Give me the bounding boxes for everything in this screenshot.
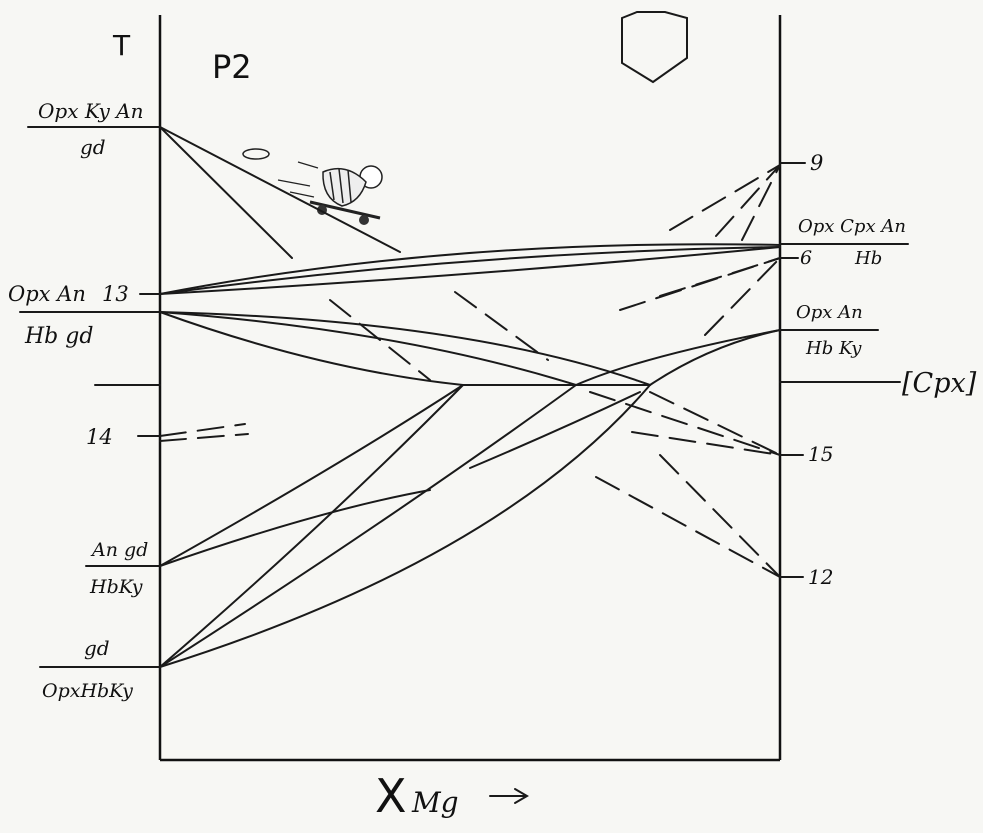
left-label-opx-ky-an: Opx Ky An: [38, 99, 143, 123]
curve-p3-to-opxan: [649, 329, 781, 386]
curve-13-6-lower: [159, 246, 781, 295]
right-label-hb: Hb: [854, 248, 882, 269]
dash-upper-diag-ext: [454, 291, 549, 361]
left-label-an-gd: An gd: [90, 539, 148, 561]
curve-mid-branch: [469, 391, 641, 469]
right-label-9: 9: [810, 151, 823, 175]
cartoon-stripes: [329, 168, 352, 204]
left-label-hbky: HbKy: [89, 576, 143, 598]
left-label-gd-bottom: gd: [84, 636, 110, 660]
curve-p1-to-opxan: [575, 329, 781, 386]
right-label-opx-an: Opx An: [796, 302, 863, 323]
x-axis-label: X Mg: [375, 769, 529, 823]
curve-top-diag-1: [159, 126, 401, 253]
curve-bottom-to-p3: [159, 384, 651, 668]
right-label-opx-cpx-an: Opx Cpx An: [798, 216, 906, 237]
dash-15-c: [631, 431, 781, 456]
skateboarder-cartoon: [242, 148, 383, 225]
cartoon-body: [322, 167, 367, 207]
x-axis-arrow-head: [514, 788, 529, 804]
curve-hbgd-to-p2: [159, 311, 577, 386]
dash-14-a: [159, 423, 246, 437]
curve-top-diag-2: [159, 126, 293, 259]
cartoon-skateboard: [309, 200, 381, 220]
right-label-15: 15: [808, 442, 833, 466]
curve-13-6-upper: [159, 243, 781, 295]
x-axis-label-sub: Mg: [411, 786, 459, 819]
curve-hbgd-to-p3: [159, 311, 651, 386]
dash-9-b: [715, 164, 781, 237]
solid-reaction-curves: [159, 126, 781, 668]
dash-9-c: [741, 164, 781, 241]
t-axis-label: T: [112, 29, 131, 62]
dash-6-c: [704, 257, 781, 336]
left-label-opx-an: Opx An: [8, 282, 86, 306]
shield-icon: [621, 11, 688, 84]
curve-bottom-to-p2: [159, 384, 577, 668]
dashed-metastable-curves: [159, 164, 781, 578]
dash-14-b: [159, 433, 249, 442]
left-label-14: 14: [86, 425, 113, 449]
dash-12-a: [595, 476, 781, 578]
curve-angd-to-mid: [159, 489, 431, 567]
left-label-hb-gd: Hb gd: [24, 324, 93, 349]
dash-9-a: [669, 164, 781, 231]
right-label-cpx-bracket: [Cpx]: [902, 368, 977, 399]
right-label-6: 6: [800, 247, 812, 269]
x-axis-label-main: X: [375, 769, 407, 823]
left-label-gd-top: gd: [80, 135, 106, 159]
cartoon-bone: [242, 148, 270, 160]
curve-angd-to-p1: [159, 384, 464, 567]
dash-15-a: [589, 391, 781, 456]
dash-12-b: [659, 454, 781, 578]
dash-6-b: [659, 257, 781, 297]
cartoon-wheel-2: [359, 215, 369, 225]
curve-hbgd-to-p1: [159, 311, 464, 386]
right-label-hb-ky: Hb Ky: [805, 338, 862, 359]
cartoon-speed-lines: [277, 161, 319, 198]
dash-top-diag-ext: [329, 299, 431, 381]
curve-13-6-mid: [159, 246, 781, 295]
left-label-opx-hb-ky: OpxHbKy: [42, 680, 133, 702]
right-label-12: 12: [808, 565, 833, 589]
panel-label: P2: [212, 48, 252, 86]
curve-bottom-to-p1: [159, 384, 464, 668]
left-label-13: 13: [102, 282, 129, 306]
dash-15-b: [649, 391, 781, 456]
